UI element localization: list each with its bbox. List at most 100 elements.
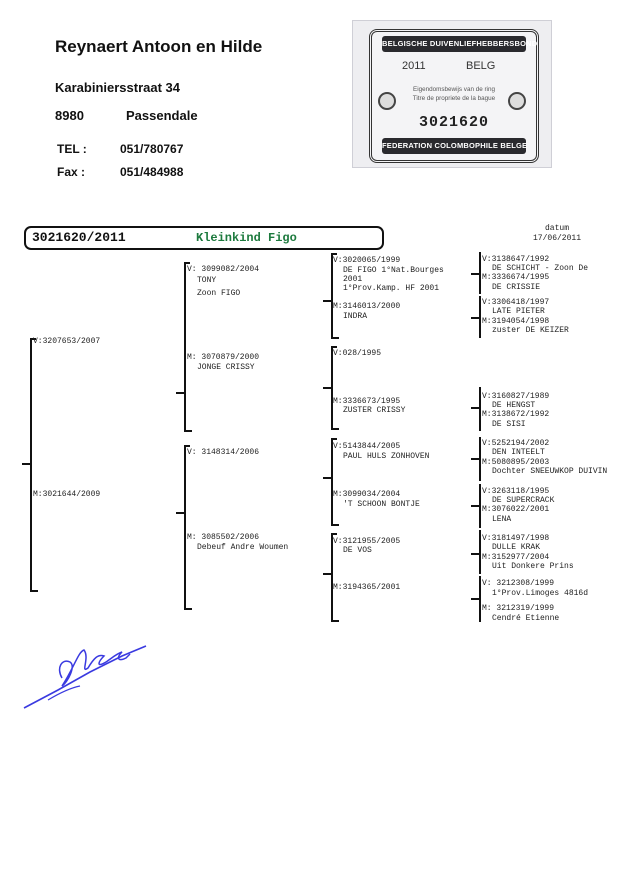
bracket-line (30, 338, 32, 591)
bracket-tick (331, 428, 339, 430)
dam-line: M:3021644/2009 (33, 490, 101, 499)
gen4-f-line: M:3138672/1992 (482, 410, 550, 419)
bracket-stem (323, 387, 331, 389)
sire-line: V:3207653/2007 (33, 337, 101, 346)
bracket-stem (471, 458, 479, 460)
datum-value: 17/06/2011 (533, 234, 582, 243)
gen4-a-line: DE SCHICHT - Zoon De (492, 264, 589, 273)
tel-label: TEL : (57, 142, 87, 156)
gen3-vvv-line: 1°Prov.Kamp. HF 2001 (343, 284, 440, 293)
gen4-m-line: V: 3212308/1999 (482, 579, 555, 588)
bracket-tick (184, 445, 190, 447)
bracket-stem (176, 512, 184, 514)
gen4-c-line: V:3306418/1997 (482, 298, 550, 307)
bracket-stem (323, 300, 331, 302)
bracket-line (479, 252, 481, 294)
bracket-line (184, 445, 186, 610)
ring-card-number: 3021620 (418, 114, 489, 131)
fax-label: Fax : (57, 165, 86, 179)
gen3-mvv-line: PAUL HULS ZONHOVEN (343, 452, 430, 461)
medal-right-icon (508, 92, 526, 110)
bracket-stem (323, 573, 331, 575)
bracket-tick (30, 338, 36, 340)
gen4-n-line: M: 3212319/1999 (482, 604, 555, 613)
ring-card-year: 2011 (402, 60, 426, 72)
ring-card-country: BELG (466, 60, 496, 72)
bracket-line (331, 533, 333, 622)
gen3-vvm-line: M:3146013/2000 (333, 302, 401, 311)
gen4-e-line: DE HENGST (492, 401, 536, 410)
gen4-e-line: V:3160827/1989 (482, 392, 550, 401)
gen4-j-line: M:3076022/2001 (482, 505, 550, 514)
bracket-line (479, 530, 481, 574)
gen2-vm-line: M: 3070879/2000 (187, 353, 260, 362)
bracket-stem (471, 273, 479, 275)
subject-ring: 3021620/2011 (32, 230, 126, 245)
bracket-tick (331, 346, 337, 348)
gen3-vvm-line: INDRA (343, 312, 368, 321)
ring-card-bottom-banner: FEDERATION COLOMBOPHILE BELGE (382, 138, 527, 154)
signature-icon (23, 645, 147, 709)
owner-name: Reynaert Antoon en Hilde (55, 37, 263, 56)
bracket-line (479, 387, 481, 431)
bracket-line (331, 253, 333, 339)
gen3-mmv-line: V:3121955/2005 (333, 537, 401, 546)
fax-value: 051/484988 (120, 165, 184, 179)
bracket-stem (22, 463, 30, 465)
bracket-line (479, 437, 481, 481)
gen2-vv-line: Zoon FIGO (197, 289, 241, 298)
datum-label: datum (545, 224, 570, 233)
gen3-mmm-line: M:3194365/2001 (333, 583, 401, 592)
bracket-line (184, 262, 186, 432)
gen3-vvv-line: 2001 (343, 275, 363, 284)
bracket-tick (331, 253, 337, 255)
gen2-vv-line: V: 3099082/2004 (187, 265, 260, 274)
ring-card-top-banner: BELGISCHE DUIVENLIEFHEBBERSBOND (382, 36, 537, 52)
bracket-line (331, 438, 333, 526)
gen4-l-line: Uit Donkere Prins (492, 562, 574, 571)
bracket-stem (471, 407, 479, 409)
bracket-stem (323, 477, 331, 479)
bracket-stem (471, 505, 479, 507)
tel-value: 051/780767 (120, 142, 184, 156)
bracket-line (479, 296, 481, 338)
gen4-a-line: V:3138647/1992 (482, 255, 550, 264)
gen4-i-line: DE SUPERCRACK (492, 496, 555, 505)
bracket-tick (331, 524, 339, 526)
gen4-k-line: V:3181497/1998 (482, 534, 550, 543)
bracket-tick (184, 608, 192, 610)
gen3-vmm-line: ZUSTER CRISSY (343, 406, 406, 415)
gen3-vmv-line: V:028/1995 (333, 349, 382, 358)
gen4-m-line: 1°Prov.Limoges 4816d (492, 589, 589, 598)
gen4-b-line: M:3336674/1995 (482, 273, 550, 282)
gen4-b-line: DE CRISSIE (492, 283, 541, 292)
bracket-stem (471, 553, 479, 555)
ring-card-frame: BELGISCHE DUIVENLIEFHEBBERSBOND 2011 BEL… (369, 29, 539, 163)
bracket-line (479, 576, 481, 622)
bracket-tick (331, 620, 339, 622)
owner-postcode: 8980 (55, 108, 84, 123)
gen3-vmm-line: M:3336673/1995 (333, 397, 401, 406)
gen4-h-line: Dochter SNEEUWKOP DUIVIN (492, 467, 608, 476)
ring-card-line1: Eigendomsbewijs van de ring (413, 86, 495, 93)
gen3-mvv-line: V:5143844/2005 (333, 442, 401, 451)
bracket-tick (30, 590, 38, 592)
gen4-l-line: M:3152977/2004 (482, 553, 550, 562)
bracket-stem (176, 392, 184, 394)
bracket-tick (184, 430, 192, 432)
subject-name: Kleinkind Figo (196, 231, 297, 245)
gen4-j-line: LENA (492, 515, 512, 524)
owner-city: Passendale (126, 108, 198, 123)
gen4-h-line: M:5080895/2003 (482, 458, 550, 467)
gen4-i-line: V:3263118/1995 (482, 487, 550, 496)
bracket-line (331, 346, 333, 430)
gen2-mm-line: M: 3085502/2006 (187, 533, 260, 542)
owner-street: Karabiniersstraat 34 (55, 80, 181, 95)
gen4-f-line: DE SISI (492, 420, 526, 429)
gen2-mm-line: Debeuf Andre Woumen (197, 543, 289, 552)
gen3-vvv-line: V:3020065/1999 (333, 256, 401, 265)
gen4-g-line: DEN INTEELT (492, 448, 545, 457)
bracket-stem (471, 598, 479, 600)
bracket-tick (331, 337, 339, 339)
pigeon-title-bar: 3021620/2011 Kleinkind Figo (24, 226, 384, 250)
